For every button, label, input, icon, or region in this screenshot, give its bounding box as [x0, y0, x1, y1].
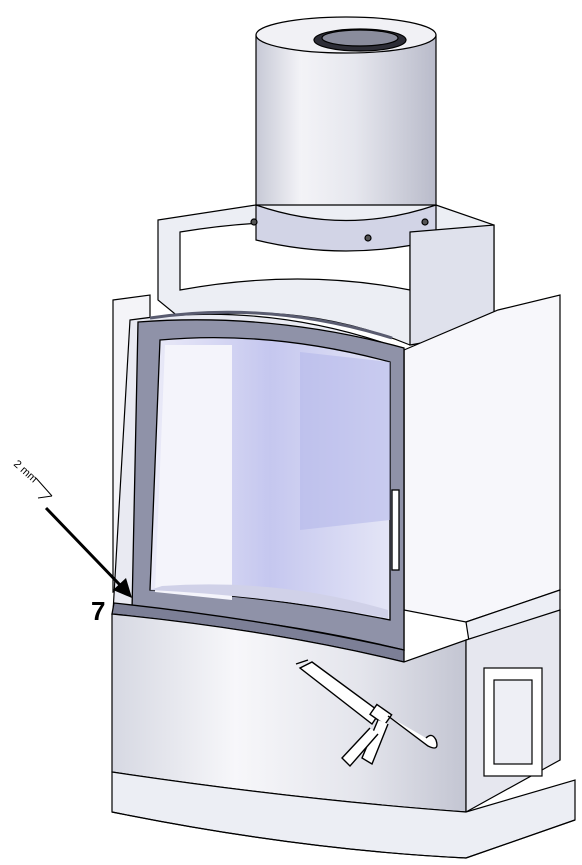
part-number-label: 7: [91, 596, 106, 626]
caulking-gun-icon: [295, 659, 438, 768]
chimney: [255, 16, 437, 252]
callout-arrow: [35, 477, 132, 598]
stove-base: [111, 609, 561, 814]
door: [131, 310, 405, 651]
stove-plinth: [111, 771, 576, 859]
